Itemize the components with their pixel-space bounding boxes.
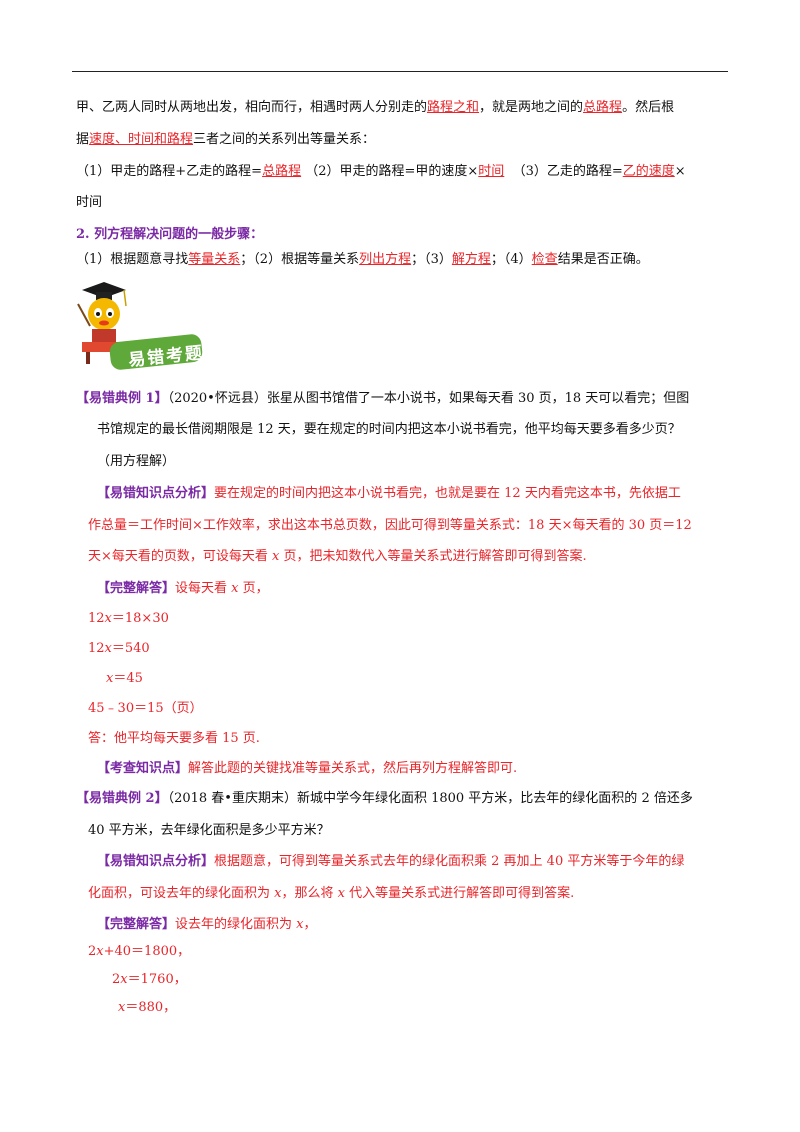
equation-part: 2	[112, 972, 121, 987]
intro-text: ，就是两地之间的	[479, 100, 584, 115]
steps-text: ；（4）	[490, 252, 532, 267]
ex1-analysis-1: 【易错知识点分析】要在规定的时间内把这本小说书看完，也就是要在 12 天内看完这…	[97, 484, 681, 504]
teacher-mascot-icon	[77, 282, 203, 370]
mascot-banner: 易错考题	[76, 282, 236, 372]
variable: x	[96, 944, 104, 959]
knowledge-text: 解答此题的关键找准等量关系式，然后再列方程解答即可.	[188, 761, 518, 776]
ex1-solution: 【完整解答】设每天看 x 页，	[97, 579, 269, 599]
ex2-solution: 【完整解答】设去年的绿化面积为 x，	[97, 915, 317, 935]
equation-part: ＝45	[113, 671, 143, 686]
analysis-text: 根据题意，可得到等量关系式去年的绿化面积乘 2 再加上 40 平方米等于今年的绿	[214, 854, 685, 869]
intro-line-2: 据速度、时间和路程三者之间的关系列出等量关系：	[76, 130, 375, 150]
variable: x	[296, 917, 304, 932]
ex2-eq-2: 2x＝1760，	[112, 970, 187, 990]
solution-text: 设去年的绿化面积为	[175, 917, 297, 932]
blank-answer: 总路程	[262, 164, 302, 179]
analysis-text: 天×每天看的页数，可设每天看	[88, 549, 273, 564]
variable: x	[120, 972, 128, 987]
intro-text: 甲、乙两人同时从两地出发，相向而行，相遇时两人分别走的	[76, 100, 428, 115]
ex1-eq-2: 12x＝540	[88, 639, 150, 659]
ex2-analysis-2: 化面积，可设去年的绿化面积为 x，那么将 x 代入等量关系式进行解答即可得到答案…	[88, 884, 574, 904]
blank-answer: 解方程	[451, 252, 491, 267]
variable: x	[118, 1000, 126, 1015]
solution-text: 设每天看	[175, 581, 232, 596]
variable: x	[274, 886, 282, 901]
steps-text: （1）根据题意寻找	[76, 252, 189, 267]
steps-text: ；（3）	[411, 252, 452, 267]
equation-part: 2	[88, 944, 97, 959]
ex2-eq-3: x＝880，	[118, 998, 176, 1018]
analysis-tag: 【易错知识点分析】	[97, 854, 215, 869]
ex1-eq-1: 12x＝18×30	[88, 609, 169, 629]
ex1-answer: 答：他平均每天要多看 15 页.	[88, 731, 260, 746]
blank-answer: 时间	[478, 164, 505, 179]
intro-line-3: （1）甲走的路程+乙走的路程=总路程 （2）甲走的路程=甲的速度×时间 （3）乙…	[76, 162, 686, 182]
equation-part: ＝540	[111, 641, 150, 656]
variable: x	[231, 581, 239, 596]
solution-text: 页，	[238, 581, 269, 596]
solution-tag: 【完整解答】	[97, 581, 176, 596]
steps-heading: 2. 列方程解决问题的一般步骤：	[76, 227, 264, 242]
blank-answer: 总路程	[583, 100, 623, 115]
solution-tag: 【完整解答】	[97, 917, 176, 932]
knowledge-tag: 【考查知识点】	[97, 761, 189, 776]
ex2-question-2: 40 平方米，去年绿化面积是多少平方米？	[88, 823, 330, 838]
analysis-text: 代入等量关系式进行解答即可得到答案.	[344, 886, 575, 901]
ex1-eq-4: 45﹣30＝15（页）	[88, 701, 203, 716]
equation-part: +40＝1800，	[103, 944, 191, 959]
ex1-tag: 【易错典例 1】	[76, 391, 168, 406]
variable: x	[337, 886, 345, 901]
ex1-knowledge: 【考查知识点】解答此题的关键找准等量关系式，然后再列方程解答即可.	[97, 759, 517, 779]
ex2-analysis-1: 【易错知识点分析】根据题意，可得到等量关系式去年的绿化面积乘 2 再加上 40 …	[97, 852, 684, 872]
ex1-question-1: 【易错典例 1】（2020•怀远县）张星从图书馆借了一本小说书，如果每天看 30…	[76, 389, 689, 409]
blank-answer: 列出方程	[359, 252, 412, 267]
ex1-analysis-2: 作总量＝工作时间×工作效率，求出这本书总页数，因此可得到等量关系式：18 天×每…	[88, 518, 692, 533]
intro-text: 据	[76, 132, 90, 147]
analysis-text: 页，把未知数代入等量关系式进行解答即可得到答案.	[279, 549, 587, 564]
intro-line-4: 时间	[76, 195, 103, 210]
equation-part: 12	[88, 641, 105, 656]
steps-text: ；（2）根据等量关系	[240, 252, 360, 267]
ex1-question-2: 书馆规定的最长借阅期限是 12 天，要在规定的时间内把这本小说书看完，他平均每天…	[97, 422, 681, 437]
intro-text: （2）甲走的路程=甲的速度×	[305, 164, 479, 179]
equation-part: ＝18×30	[111, 611, 169, 626]
intro-text: 。然后根	[622, 100, 675, 115]
variable: x	[104, 611, 112, 626]
ex2-question-1: 【易错典例 2】（2018 春•重庆期末）新城中学今年绿化面积 1800 平方米…	[76, 789, 693, 809]
analysis-text: 要在规定的时间内把这本小说书看完，也就是要在 12 天内看完这本书，先依据工	[214, 486, 681, 501]
variable: x	[272, 549, 280, 564]
ex1-question-3: （用方程解）	[97, 454, 176, 469]
steps-text: 结果是否正确。	[557, 252, 649, 267]
header-rule	[72, 71, 728, 72]
ex2-tag: 【易错典例 2】	[76, 791, 168, 806]
intro-line-1: 甲、乙两人同时从两地出发，相向而行，相遇时两人分别走的路程之和，就是两地之间的总…	[76, 98, 674, 118]
blank-answer: 路程之和	[427, 100, 480, 115]
intro-text: （3）乙走的路程=	[512, 164, 623, 179]
steps-line: （1）根据题意寻找等量关系；（2）根据等量关系列出方程；（3）解方程；（4）检查…	[76, 250, 649, 270]
equation-part: ＝1760，	[127, 972, 187, 987]
blank-answer: 检查	[531, 252, 558, 267]
intro-text: （1）甲走的路程+乙走的路程=	[76, 164, 263, 179]
question-text: （2018 春•重庆期末）新城中学今年绿化面积 1800 平方米，比去年的绿化面…	[167, 791, 693, 806]
equation-part: ＝880，	[125, 1000, 177, 1015]
variable: x	[106, 671, 114, 686]
intro-text: 三者之间的关系列出等量关系：	[193, 132, 376, 147]
analysis-tag: 【易错知识点分析】	[97, 486, 215, 501]
ex2-eq-1: 2x+40＝1800，	[88, 942, 190, 962]
question-text: （2020•怀远县）张星从图书馆借了一本小说书，如果每天看 30 页，18 天可…	[167, 391, 690, 406]
analysis-text: ，那么将	[281, 886, 338, 901]
intro-text: ×	[674, 164, 686, 179]
blank-answer: 乙的速度	[622, 164, 675, 179]
equation-part: 12	[88, 611, 105, 626]
blank-answer: 等量关系	[188, 252, 241, 267]
solution-text: ，	[303, 917, 317, 932]
variable: x	[104, 641, 112, 656]
blank-answer: 速度、时间和路程	[89, 132, 194, 147]
ex1-eq-3: x＝45	[106, 669, 143, 689]
ex1-analysis-3: 天×每天看的页数，可设每天看 x 页，把未知数代入等量关系式进行解答即可得到答案…	[88, 547, 587, 567]
analysis-text: 化面积，可设去年的绿化面积为	[88, 886, 275, 901]
